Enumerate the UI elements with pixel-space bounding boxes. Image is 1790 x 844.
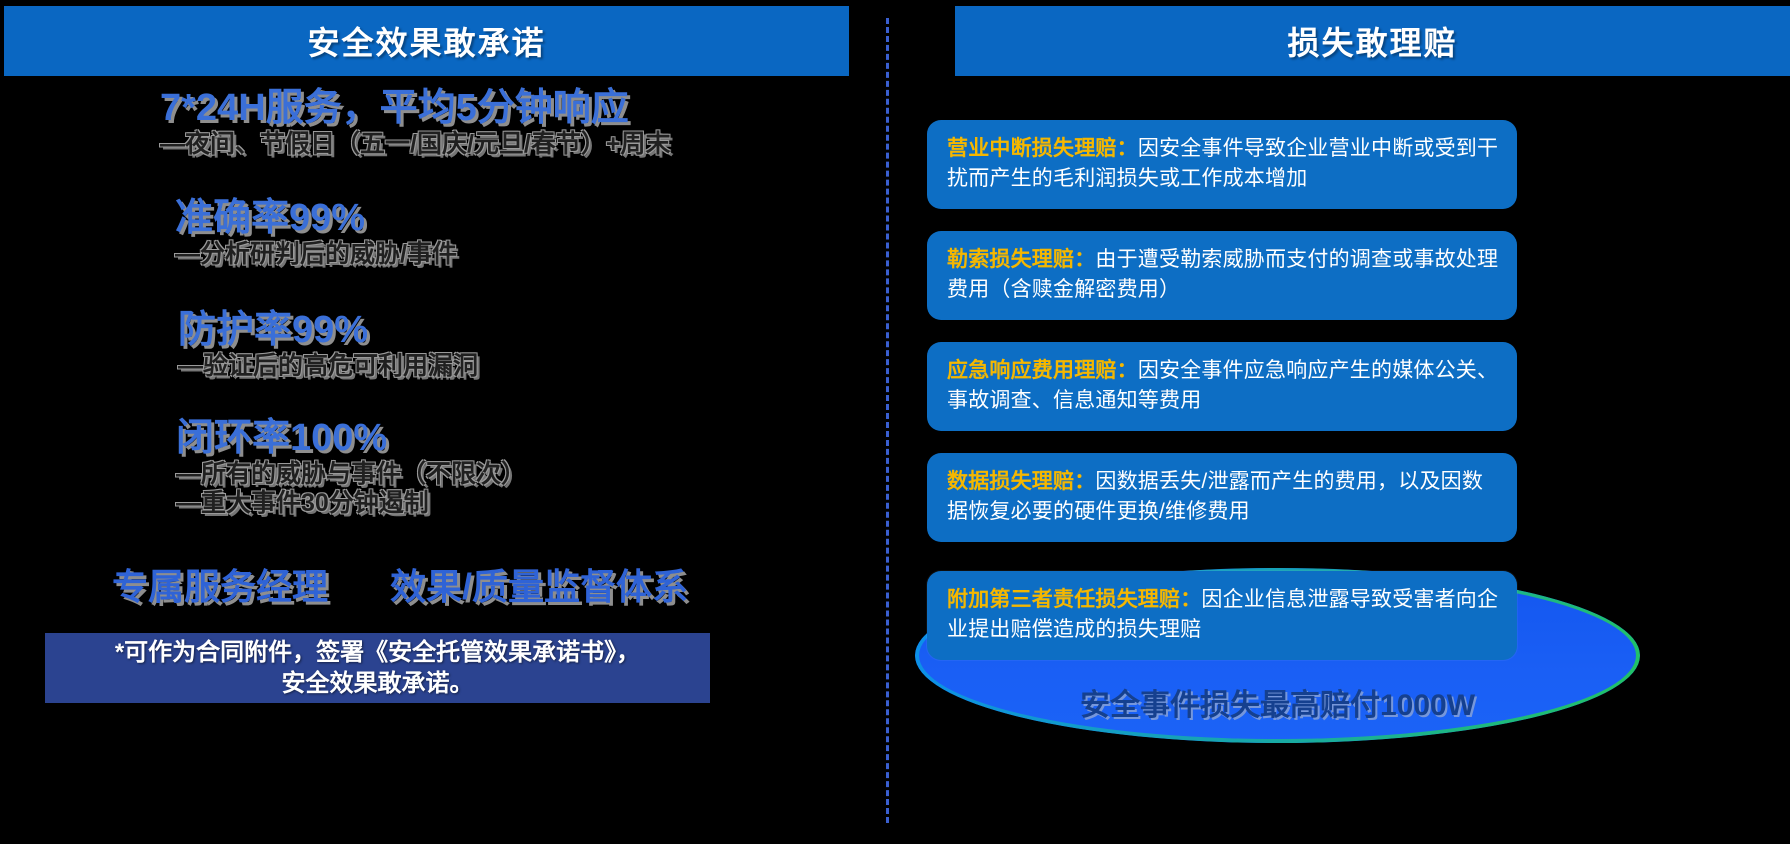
claim-card-text: 应急响应费用理赔：因安全事件应急响应产生的媒体公关、事故调查、信息通知等费用 — [947, 356, 1499, 417]
metric-subline: —夜间、节假日（五一/国庆/元旦/春节）+周末 — [160, 129, 671, 158]
claim-card-title: 应急响应费用理赔： — [947, 359, 1138, 382]
metric-title: 准确率99% — [175, 197, 366, 239]
pillars-row: 专属服务经理 效果/质量监督体系 — [0, 558, 972, 610]
metric-title: 防护率99% — [178, 309, 369, 351]
claim-card-text: 营业中断损失理赔：因安全事件导致企业营业中断或受到干扰而产生的毛利润损失或工作成… — [947, 134, 1499, 195]
claim-card-body: 因企业信息泄露导致受害者向企业提出赔偿造成的损失理赔 — [947, 588, 1499, 642]
metric-block: 防护率99% —验证后的高危可利用漏洞 — [0, 309, 1038, 381]
left-panel-title: 安全效果敢承诺 — [307, 25, 546, 61]
max-payout-label: 安全事件损失最高赔付1000W — [1079, 689, 1476, 722]
commitment-note-box: *可作为合同附件，签署《安全托管效果承诺书》， 安全效果敢承诺。 — [45, 633, 710, 703]
metric-title: 闭环率100% — [176, 417, 388, 459]
right-panel-header: 损失敢理赔 — [955, 6, 1790, 76]
claim-card-body: 因安全事件应急响应产生的媒体公关、事故调查、信息通知等费用 — [947, 359, 1499, 413]
metric-block: 准确率99% —分析研判后的威胁/事件 — [0, 197, 1035, 269]
claim-card[interactable]: 营业中断损失理赔：因安全事件导致企业营业中断或受到干扰而产生的毛利润损失或工作成… — [927, 120, 1517, 209]
pillar-quality-system: 效果/质量监督体系 — [390, 566, 689, 607]
claim-card-title: 勒索损失理赔： — [947, 248, 1096, 271]
metric-block: 闭环率100% —所有的威胁与事件（不限次） —重大事件30分钟遏制 — [0, 417, 1036, 517]
claim-card-text: 附加第三者责任损失理赔：因企业信息泄露导致受害者向企业提出赔偿造成的损失理赔 — [947, 585, 1499, 646]
metric-subline: —分析研判后的威胁/事件 — [175, 239, 457, 268]
right-content-column: 安全事件损失最高赔付1000W 营业中断损失理赔：因安全事件导致企业营业中断或受… — [900, 88, 1790, 844]
claim-card-title: 附加第三者责任损失理赔： — [947, 588, 1202, 611]
claim-card-title: 数据损失理赔： — [947, 470, 1096, 493]
claim-card[interactable]: 应急响应费用理赔：因安全事件应急响应产生的媒体公关、事故调查、信息通知等费用 — [927, 342, 1517, 431]
claim-card-text: 勒索损失理赔：由于遭受勒索威胁而支付的调查或事故处理费用（含赎金解密费用） — [947, 245, 1499, 306]
claim-card-body: 因安全事件导致企业营业中断或受到干扰而产生的毛利润损失或工作成本增加 — [947, 137, 1499, 191]
metric-subline: —所有的威胁与事件（不限次） — [176, 459, 527, 488]
claim-card-body: 由于遭受勒索威胁而支付的调查或事故处理费用（含赎金解密费用） — [947, 248, 1499, 302]
left-content-column: 7*24H服务，平均5分钟响应 —夜间、节假日（五一/国庆/元旦/春节）+周末 … — [0, 87, 860, 844]
commitment-note-line-2: 安全效果敢承诺。 — [281, 670, 474, 697]
commitment-note-line-1: *可作为合同附件，签署《安全托管效果承诺书》， — [114, 638, 641, 666]
claim-card-highlighted[interactable]: 附加第三者责任损失理赔：因企业信息泄露导致受害者向企业提出赔偿造成的损失理赔 — [927, 571, 1517, 660]
claim-card-text: 数据损失理赔：因数据丢失/泄露而产生的费用，以及因数据恢复必要的硬件更换/维修费… — [947, 467, 1499, 528]
claim-card-title: 营业中断损失理赔： — [947, 137, 1138, 160]
metric-subline: —验证后的高危可利用漏洞 — [178, 351, 479, 380]
metric-title: 7*24H服务，平均5分钟响应 — [160, 87, 629, 129]
right-panel-title: 损失敢理赔 — [1287, 25, 1458, 61]
claim-card-body: 因数据丢失/泄露而产生的费用，以及因数据恢复必要的硬件更换/维修费用 — [947, 470, 1484, 524]
metric-block: 7*24H服务，平均5分钟响应 —夜间、节假日（五一/国庆/元旦/春节）+周末 — [0, 87, 1020, 159]
claim-card[interactable]: 数据损失理赔：因数据丢失/泄露而产生的费用，以及因数据恢复必要的硬件更换/维修费… — [927, 453, 1517, 542]
claim-card[interactable]: 勒索损失理赔：由于遭受勒索威胁而支付的调查或事故处理费用（含赎金解密费用） — [927, 231, 1517, 320]
metric-subline: —重大事件30分钟遏制 — [176, 488, 429, 517]
vertical-dashed-divider — [886, 18, 889, 823]
pillar-service-manager: 专属服务经理 — [112, 566, 329, 607]
left-panel-header: 安全效果敢承诺 — [4, 6, 849, 76]
